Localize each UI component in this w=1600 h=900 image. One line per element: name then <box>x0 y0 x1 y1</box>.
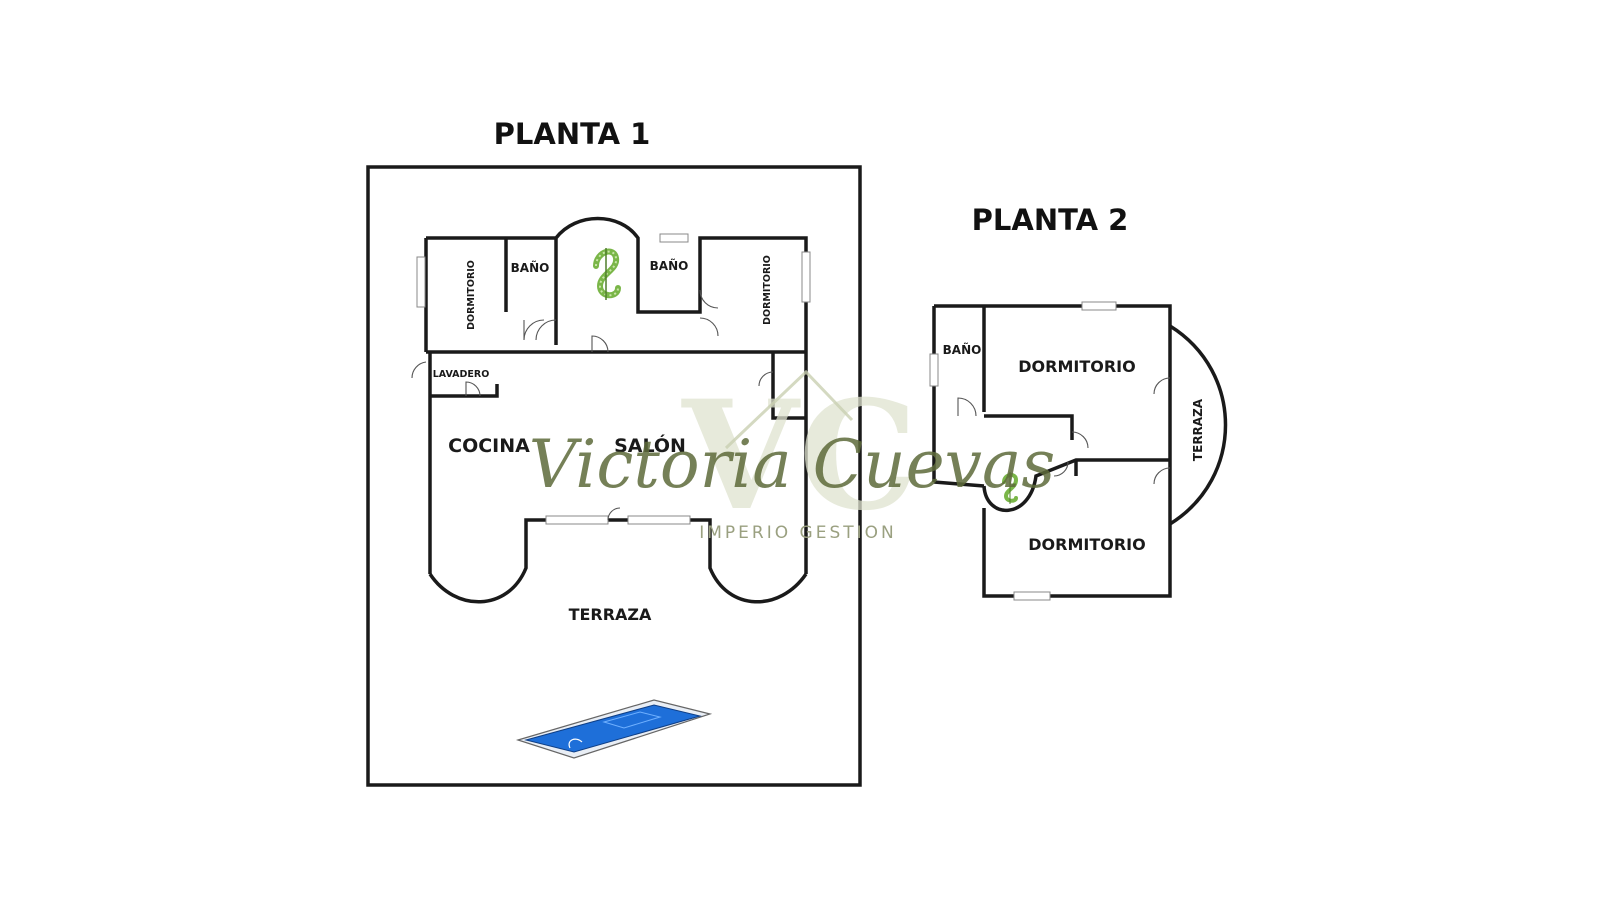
spiral-stair-icon <box>1002 472 1019 504</box>
planta-1: PLANTA 1 <box>366 117 862 787</box>
room-label-bano-left: BAÑO <box>511 260 550 275</box>
planta-2-room-labels: BAÑO DORMITORIO TERRAZA DORMITORIO <box>943 342 1205 554</box>
planta-2-title: PLANTA 2 <box>972 203 1129 237</box>
watermark-monogram: VC <box>681 368 918 544</box>
room-label-dormitorio-left: DORMITORIO <box>466 260 477 330</box>
house-roof-icon <box>724 369 854 450</box>
room-label-dormitorio-right: DORMITORIO <box>762 255 773 325</box>
planta-1-windows <box>416 233 811 525</box>
spiral-stair-icon <box>593 248 621 300</box>
planta-1-doors <box>411 289 774 521</box>
room-label-terraza-p2: TERRAZA <box>1191 398 1205 461</box>
planta-1-walls <box>424 216 808 604</box>
watermark-tagline: IMPERIO GESTION <box>699 523 897 543</box>
planta-2: PLANTA 2 BAÑO <box>929 203 1228 601</box>
watermark-script: Victoria Cuevas <box>529 426 1055 503</box>
room-label-salon: SALÓN <box>614 433 686 457</box>
planta-2-windows <box>929 301 1117 601</box>
planta-1-title: PLANTA 1 <box>494 117 651 151</box>
room-label-bano-right: BAÑO <box>650 258 689 273</box>
room-label-dormitorio-top: DORMITORIO <box>1018 357 1135 376</box>
planta-1-room-labels: DORMITORIO BAÑO BAÑO DORMITORIO LAVADERO… <box>433 255 773 624</box>
room-label-cocina: COCINA <box>448 435 530 457</box>
watermark-logo: VC Victoria Cuevas IMPERIO GESTION <box>529 368 1055 544</box>
planta-2-doors <box>957 377 1171 485</box>
room-label-dormitorio-bottom: DORMITORIO <box>1028 535 1145 554</box>
room-label-lavadero: LAVADERO <box>433 369 490 380</box>
pool-icon <box>515 699 713 759</box>
room-label-bano: BAÑO <box>943 342 982 357</box>
planta-2-walls <box>932 304 1228 598</box>
planta-1-plot-boundary <box>366 165 862 787</box>
room-label-terraza: TERRAZA <box>569 605 652 624</box>
